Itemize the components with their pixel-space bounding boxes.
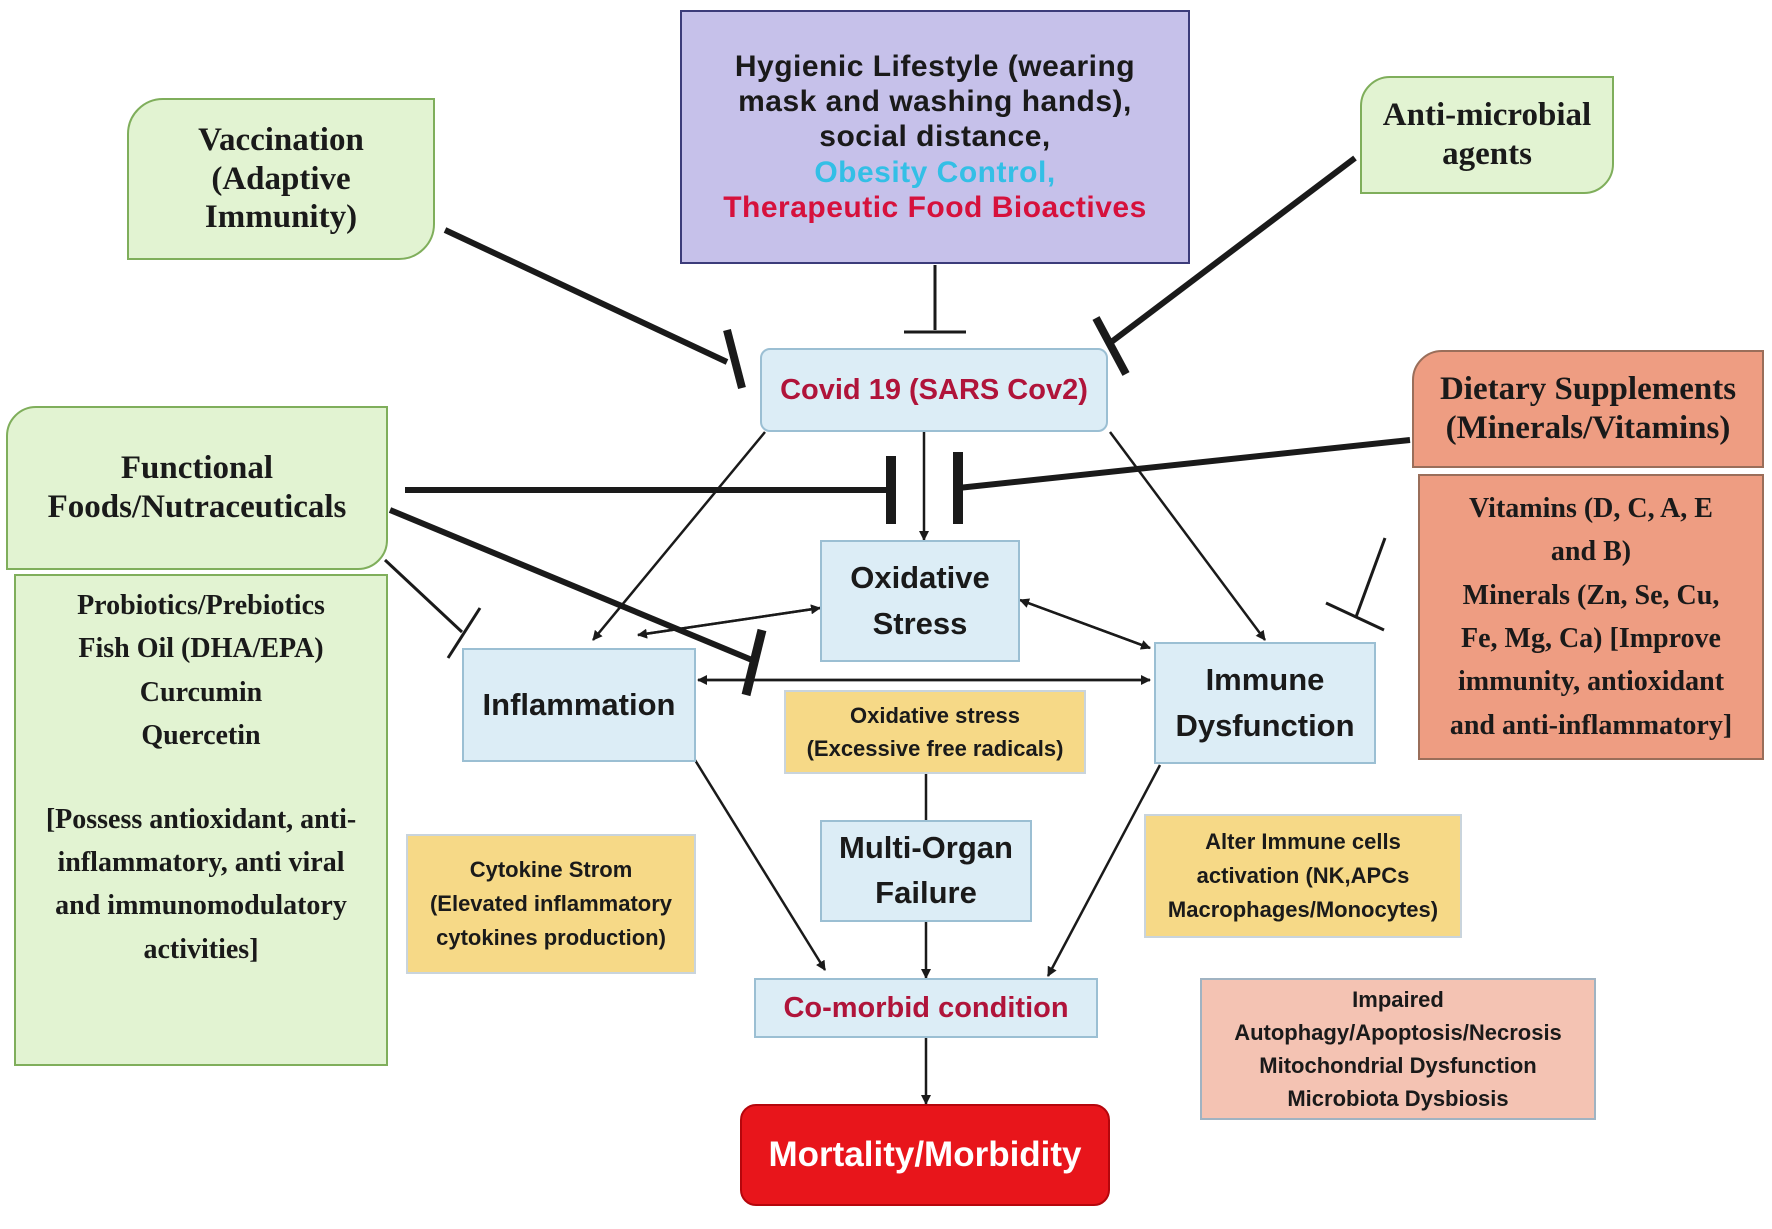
probiotics-line-7: inflammatory, anti viral <box>57 846 345 878</box>
vitamins-immune-inhibit-bar <box>1325 601 1385 632</box>
vitamins-immune-inhibit-line <box>1354 537 1387 618</box>
hygienic-line-1: Hygienic Lifestyle (wearing <box>734 49 1136 83</box>
impaired-line-4: Microbiota Dysbiosis <box>1287 1086 1509 1111</box>
vitamins-minerals-box: Vitamins (D, C, A, E and B) Minerals (Zn… <box>1418 474 1764 760</box>
cytokine-storm-box: Cytokine Strom (Elevated inflammatory cy… <box>406 834 696 974</box>
antimicrobial-line-1: Anti-microbial <box>1382 97 1592 134</box>
multi-organ-line-1: Multi-Organ <box>839 830 1013 866</box>
inflammation-box: Inflammation <box>462 648 696 762</box>
probiotics-line-9: activities] <box>143 933 259 965</box>
therapeutic-bioactives-text: Therapeutic Food Bioactives <box>723 191 1147 225</box>
cytokine-line-3: cytokines production) <box>436 925 666 951</box>
comorbid-condition-box: Co-morbid condition <box>754 978 1098 1038</box>
impaired-line-3: Mitochondrial Dysfunction <box>1259 1053 1537 1078</box>
functional-inflammation-inhibit-line <box>383 558 464 634</box>
oxidative-note-line-2: (Excessive free radicals) <box>806 736 1064 761</box>
multi-organ-line-2: Failure <box>875 875 977 910</box>
multi-organ-failure-box: Multi-Organ Failure <box>820 820 1032 922</box>
functional-line-1: Functional <box>120 450 274 487</box>
antimicrobial-inhibit-bar <box>1092 316 1130 376</box>
hygienic-line-2: mask and washing hands), <box>738 84 1132 118</box>
alter-immune-line-3: Macrophages/Monocytes) <box>1167 897 1439 923</box>
oxidative-line-1: Oxidative <box>850 559 990 595</box>
mortality-morbidity-box: Mortality/Morbidity <box>740 1104 1110 1206</box>
inflammation-to-oxidative-arrow <box>637 604 821 637</box>
vitamins-line-1: Vitamins (D, C, A, E <box>1469 492 1713 524</box>
antimicrobial-box: Anti-microbial agents <box>1360 76 1614 194</box>
dietary-line-2: (Minerals/Vitamins) <box>1445 410 1731 446</box>
vitamins-line-3: Minerals (Zn, Se, Cu, <box>1462 579 1720 611</box>
hygienic-lifestyle-box: Hygienic Lifestyle (wearing mask and was… <box>680 10 1190 264</box>
oxidative-line-2: Stress <box>872 606 968 641</box>
mortality-label: Mortality/Morbidity <box>768 1135 1082 1174</box>
probiotics-line-2: Fish Oil (DHA/EPA) <box>78 633 324 665</box>
vitamins-line-6: and anti-inflammatory] <box>1449 709 1733 741</box>
oxidative-note-box: Oxidative stress (Excessive free radical… <box>784 690 1086 774</box>
immune-to-oxidative-arrow <box>1019 598 1151 650</box>
oxidative-stress-box: Oxidative Stress <box>820 540 1020 662</box>
cytokine-line-1: Cytokine Strom <box>469 856 633 882</box>
functional-foods-box: Functional Foods/Nutraceuticals <box>6 406 388 570</box>
probiotics-line-6: [Possess antioxidant, anti- <box>45 803 357 835</box>
immune-line-1: Immune <box>1205 661 1325 697</box>
functional-crossing-inhibit-line <box>388 507 754 663</box>
impaired-line-2: Autophagy/Apoptosis/Necrosis <box>1234 1020 1562 1045</box>
probiotics-line-1: Probiotics/Prebiotics <box>77 590 325 621</box>
probiotics-line-3: Curcumin <box>139 676 263 708</box>
immune-to-comorbid-arrow <box>1046 764 1162 977</box>
vaccination-line-2: (Adaptive <box>211 160 351 197</box>
vitamins-line-5: immunity, antioxidant <box>1457 666 1725 698</box>
probiotics-line-8: and immunomodulatory <box>55 890 347 922</box>
covid-label: Covid 19 (SARS Cov2) <box>780 373 1088 406</box>
comorbid-label: Co-morbid condition <box>783 991 1069 1024</box>
vaccination-inhibit-line <box>443 227 729 365</box>
oxidative-note-line-1: Oxidative stress <box>850 703 1020 728</box>
functional-line-2: Foods/Nutraceuticals <box>47 489 347 525</box>
antimicrobial-line-2: agents <box>1442 136 1532 172</box>
covid-to-immune-arrow <box>1108 431 1267 641</box>
dietary-inhibit-line <box>957 437 1411 491</box>
inflammation-label: Inflammation <box>482 687 676 722</box>
vaccination-line-1: Vaccination <box>198 121 364 158</box>
alter-immune-box: Alter Immune cells activation (NK,APCs M… <box>1144 814 1462 938</box>
immune-line-2: Dysfunction <box>1175 708 1355 743</box>
vaccination-line-3: Immunity) <box>204 199 358 236</box>
vitamins-line-4: Fe, Mg, Ca) [Improve <box>1461 623 1721 654</box>
functional-crossing-inhibit-bar <box>741 628 767 697</box>
immune-dysfunction-box: Immune Dysfunction <box>1154 642 1376 764</box>
covid-box: Covid 19 (SARS Cov2) <box>760 348 1108 432</box>
impaired-line-1: Impaired <box>1352 987 1444 1012</box>
cytokine-line-2: (Elevated inflammatory <box>429 890 673 916</box>
vitamins-line-2: and B) <box>1550 536 1632 568</box>
dietary-supplements-box: Dietary Supplements (Minerals/Vitamins) <box>1412 350 1764 468</box>
dietary-line-1: Dietary Supplements <box>1439 371 1737 408</box>
alter-immune-line-2: activation (NK,APCs <box>1196 862 1410 888</box>
alter-immune-line-1: Alter Immune cells <box>1205 828 1401 854</box>
probiotics-line-4: Quercetin <box>141 720 261 752</box>
functional-inflammation-inhibit-bar <box>446 607 482 659</box>
covid-to-inflammation-arrow <box>592 431 766 641</box>
impaired-processes-box: Impaired Autophagy/Apoptosis/Necrosis Mi… <box>1200 978 1596 1120</box>
vaccination-inhibit-bar <box>723 328 746 390</box>
obesity-control-text: Obesity Control, <box>814 155 1056 189</box>
probiotics-box: Probiotics/Prebiotics Fish Oil (DHA/EPA)… <box>14 574 388 1066</box>
inflammation-to-comorbid-arrow <box>693 759 827 971</box>
vaccination-box: Vaccination (Adaptive Immunity) <box>127 98 435 260</box>
hygienic-line-3: social distance, <box>819 120 1051 154</box>
antimicrobial-inhibit-line <box>1108 155 1357 346</box>
